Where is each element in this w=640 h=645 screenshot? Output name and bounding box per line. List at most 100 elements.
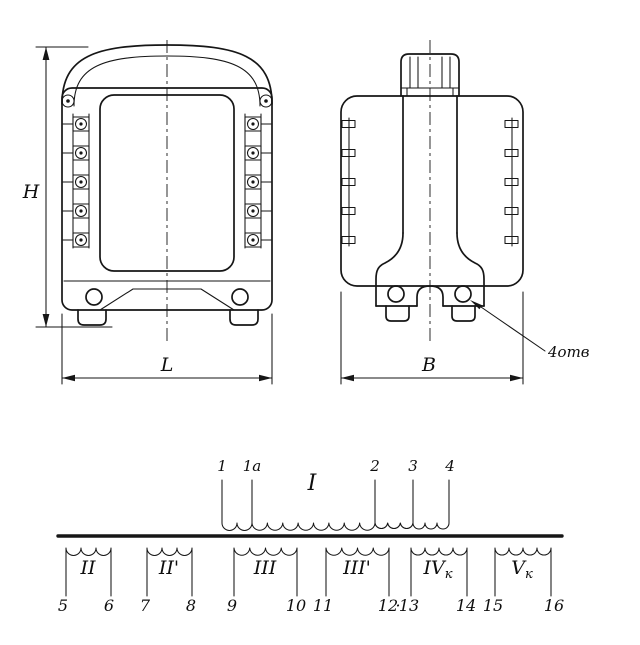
terminal-tick [504,206,519,216]
winding-coil [410,547,468,597]
arrow-up-icon [42,47,50,60]
winding-label: III' [342,557,371,579]
terminal-screw [74,204,88,218]
terminal-bolt [62,232,90,248]
terminal-base [244,116,262,132]
terminal-number: 5 [58,596,68,615]
terminal-center [79,122,83,126]
mounting-hole-front-right [231,288,249,306]
terminal-center [251,180,255,184]
width-dim-label: L [160,354,174,376]
terminal-number: 4 [444,457,455,475]
terminal-bolt [244,203,272,219]
terminal-number: 3 [408,457,418,475]
terminal-screw [246,175,260,189]
secondary-winding: Vк 15 16 [483,547,564,615]
terminal-number: 7 [140,596,151,615]
terminal-bolt [244,145,272,161]
foot-front-right [229,309,259,326]
bobbin-flare-left [375,232,404,307]
terminal-center [79,151,83,155]
strap-eyelet-left-hole [66,99,70,103]
terminal-center [79,209,83,213]
feet-arch [416,285,444,307]
terminal-screw [246,146,260,160]
terminal-base [244,174,262,190]
terminal-tick [504,177,519,187]
separator-dot: · [395,596,400,615]
terminal-center [79,180,83,184]
leader-line [480,306,546,352]
winding-coil [146,547,193,597]
terminal-number: 9 [227,596,237,615]
terminal-screw [74,233,88,247]
foot-tab-left [385,305,410,322]
terminal-number: 16 [544,596,564,615]
winding-label: III [253,557,277,579]
holes-note-label: 4отв [547,343,590,361]
terminal-base [244,145,262,161]
terminal-bolt [62,116,90,132]
terminal-tick [504,119,519,129]
terminal-number: 15 [483,596,503,615]
terminal-screw [246,233,260,247]
arrow-down-icon [42,314,50,327]
core-body-front [61,87,273,311]
mounting-strap-outer [61,44,273,105]
terminal-bolt [62,174,90,190]
side-view: B 4отв [340,40,590,385]
primary-winding-label: I [307,471,318,496]
terminal-bolt [244,116,272,132]
terminal-number: 2 [369,457,380,475]
dimension-width-front: L [61,313,273,385]
winding-coil [494,547,552,597]
terminal-screw [74,175,88,189]
terminal-screw [246,204,260,218]
core-window [99,94,235,272]
mounting-hole-front-left [85,288,103,306]
secondary-winding: III 9 10 [227,547,306,615]
winding-label: IVк [423,557,453,582]
terminal-number: 13 [399,596,419,615]
depth-dim-label: B [421,354,436,376]
terminal-center [251,209,255,213]
winding-label: II [79,557,96,579]
terminal-number: 14 [456,596,476,615]
winding-label: Vк [511,557,533,582]
terminal-base [72,145,90,161]
terminal-base [244,203,262,219]
terminal-base [244,232,262,248]
terminal-number: 11 [313,596,333,615]
terminal-number: 8 [186,596,196,615]
dimension-depth: B [340,291,524,385]
winding-coil [233,547,298,597]
leader-arrow-icon [470,300,483,310]
arrow-left-icon [341,374,354,382]
mounting-strap-inner [73,55,261,107]
terminal-base [72,232,90,248]
core-top-cap [400,53,460,97]
terminal-screw [74,146,88,160]
winding-label: II' [158,557,179,579]
strap-eyelet-right-hole [264,99,268,103]
arrow-left-icon [62,374,75,382]
mounting-hole-side-left [387,285,405,303]
terminal-bolt [62,145,90,161]
dimension-height: H [22,46,113,328]
front-view: H L [22,40,273,385]
terminal-tick [341,119,356,129]
arrow-right-icon [510,374,523,382]
terminal-bolt [62,203,90,219]
winding-coil [65,547,112,597]
terminal-center [251,151,255,155]
primary-winding-coil [221,479,450,531]
secondary-winding: II 5 6 [58,547,114,615]
terminal-center [251,238,255,242]
terminal-screw [74,117,88,131]
height-dim-label: H [22,181,40,203]
terminal-number: 1а [243,457,262,475]
secondary-winding: IVк 13 14 [399,547,476,615]
terminal-base [72,174,90,190]
